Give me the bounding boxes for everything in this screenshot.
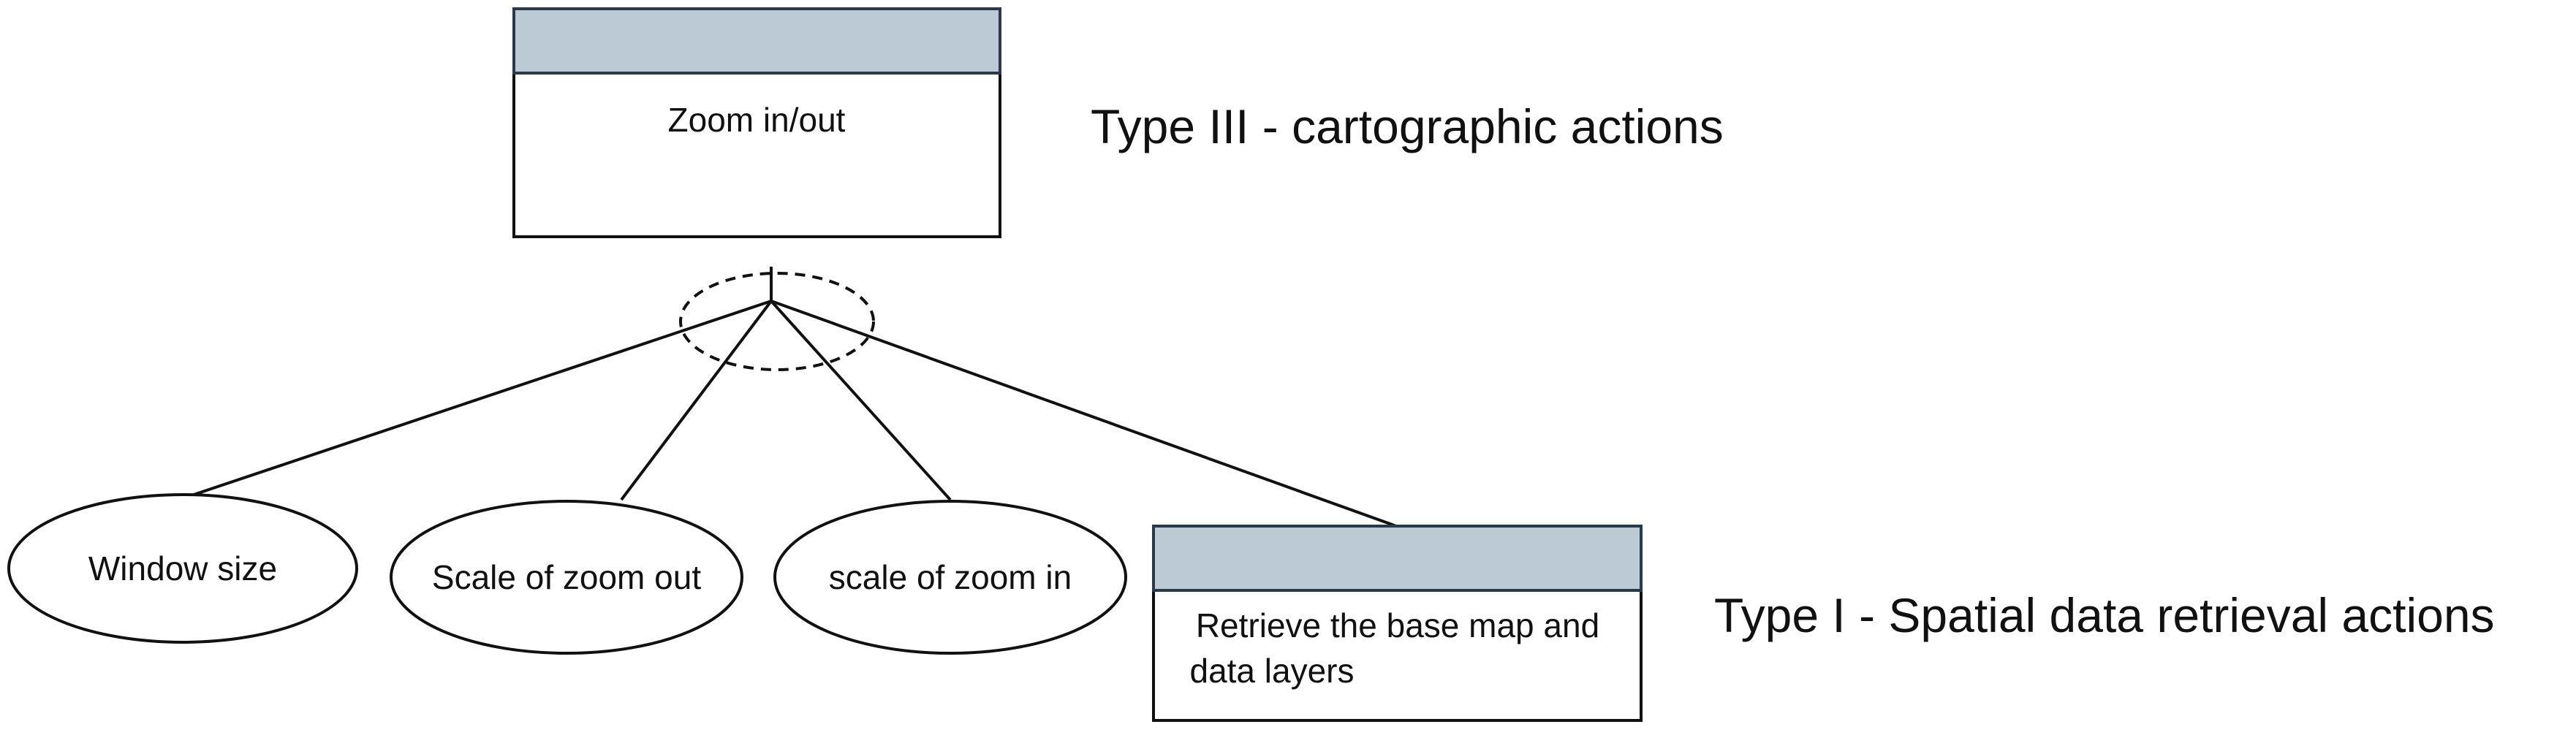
connector-scale-zoom-out bbox=[620, 300, 773, 501]
leaf-scale-zoom-out-label: Scale of zoom out bbox=[432, 558, 701, 596]
retrieval-box-label-line2: data layers bbox=[1189, 652, 1354, 690]
connector-window-size bbox=[191, 300, 772, 497]
root-label: Zoom in/out bbox=[668, 101, 846, 139]
connectors bbox=[191, 267, 1397, 528]
and-junction-dashed-ellipse bbox=[679, 272, 875, 371]
type-label-top: Type III - cartographic actions bbox=[1091, 99, 1724, 153]
connector-scale-zoom-in bbox=[770, 300, 952, 501]
leaf-window-size: Window size bbox=[7, 493, 358, 644]
leaf-scale-zoom-out-ellipse bbox=[390, 500, 743, 655]
root-box-header bbox=[512, 7, 1001, 75]
retrieval-box-header bbox=[1152, 525, 1643, 592]
leaf-window-size-label: Window size bbox=[88, 549, 277, 587]
retrieval-box-label-line1: Retrieve the base map and bbox=[1196, 606, 1599, 644]
leaf-scale-zoom-in-label: scale of zoom in bbox=[829, 558, 1072, 596]
leaf-scale-zoom-in: scale of zoom in bbox=[773, 500, 1127, 655]
leaf-window-size-ellipse bbox=[7, 493, 358, 644]
connector-retrieval-box bbox=[770, 300, 1397, 528]
leaf-scale-zoom-in-ellipse bbox=[773, 500, 1127, 655]
root-box: Zoom in/out bbox=[512, 7, 1001, 238]
retrieval-box: Retrieve the base map and data layers bbox=[1152, 525, 1643, 722]
type-label-bottom: Type I - Spatial data retrieval actions bbox=[1714, 588, 2495, 642]
leaf-scale-zoom-out: Scale of zoom out bbox=[390, 500, 743, 655]
